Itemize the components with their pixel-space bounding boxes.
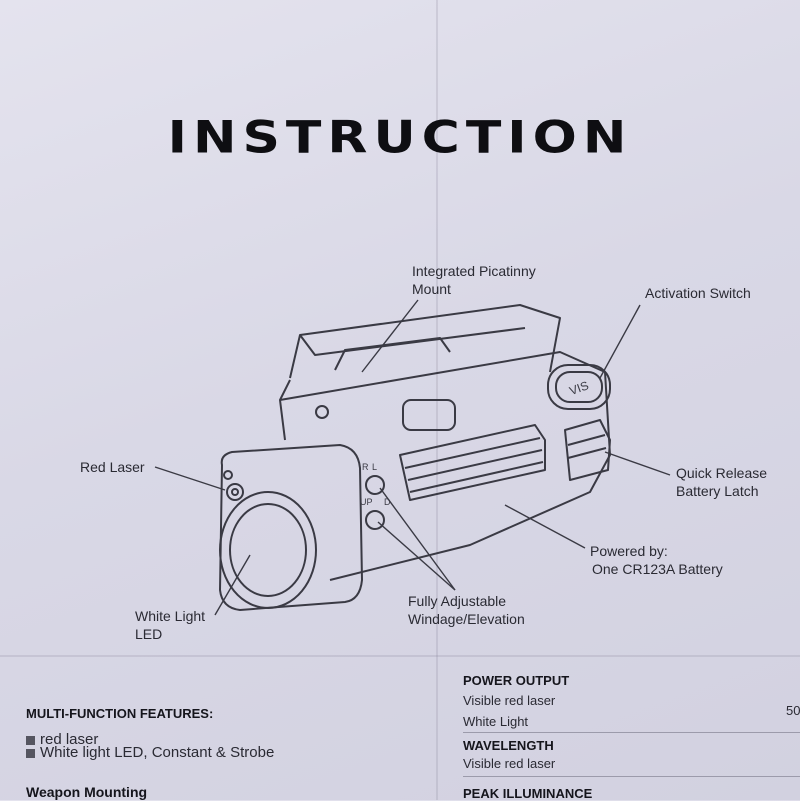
spec-divider: [463, 732, 800, 733]
spec-cut-value: 50: [786, 703, 800, 718]
spec-divider: [463, 776, 800, 777]
switch-cap: [547, 364, 611, 410]
paper-fold-horizontal: [0, 655, 800, 657]
bullet-square-icon: [26, 748, 35, 758]
page-title: INSTRUCTION: [167, 112, 633, 164]
callout-red-laser: Red Laser: [80, 459, 145, 475]
features-heading: MULTI-FUNCTION FEATURES:: [26, 706, 214, 721]
callout-activation-switch: Activation Switch: [645, 285, 751, 301]
callout-white-light: White Light LED: [135, 608, 206, 642]
bullet-square-icon: [26, 735, 35, 745]
feature-item: White light LED, Constant & Strobe: [26, 744, 274, 761]
callout-battery-latch: Quick Release Battery Latch: [676, 465, 768, 499]
spec-wavelength-value: Visible red laser: [463, 756, 556, 771]
adjust-mark-l: L: [372, 462, 377, 472]
rail-mount-outline: [289, 304, 561, 379]
battery-latch-shape: [564, 419, 611, 481]
front-head: [219, 444, 363, 611]
white-light-lens: [219, 491, 317, 609]
mounting-heading: Weapon Mounting: [26, 784, 148, 800]
callout-powered-by: Powered by: One CR123A Battery: [590, 543, 723, 577]
callout-adjustable: Fully Adjustable Windage/Elevation: [408, 593, 525, 627]
callout-picatinny: Integrated Picatinny Mount: [412, 263, 536, 297]
peak-illuminance-heading: PEAK ILLUMINANCE: [463, 786, 593, 801]
wavelength-heading: WAVELENGTH: [463, 738, 554, 753]
adjust-mark-up: UP: [360, 497, 373, 507]
feature-item: red laser: [26, 731, 98, 748]
adjust-mark-r: R: [362, 462, 369, 472]
spec-white-light: White Light: [463, 714, 529, 729]
adjust-mark-d: D: [384, 497, 391, 507]
switch-marks: VIS: [568, 378, 591, 398]
laser-aperture: [226, 483, 244, 501]
power-output-heading: POWER OUTPUT: [463, 673, 570, 688]
housing-outline: [279, 351, 611, 581]
spec-visible-red-laser: Visible red laser: [463, 693, 556, 708]
